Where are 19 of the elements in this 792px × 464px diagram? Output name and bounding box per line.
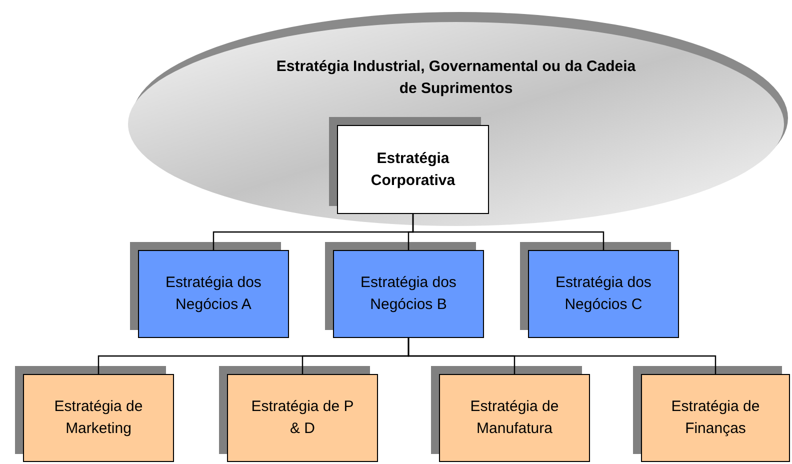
strategy-box xyxy=(337,125,489,214)
strategy-label: Estratégia dos Negócios C xyxy=(554,273,652,315)
strategy-box xyxy=(138,250,289,338)
strategy-box xyxy=(227,374,378,462)
strategy-label: Estratégia Industrial, Governamental ou da Cadeia de Suprimentos xyxy=(276,57,636,99)
strategy-label: Estratégia dos Negócios B xyxy=(360,273,458,315)
connector-line xyxy=(408,338,716,374)
strategy-label: Estratégia de Marketing xyxy=(53,397,144,439)
strategy-label: Estratégia Corporativa xyxy=(370,148,456,190)
strategy-box xyxy=(23,374,174,462)
strategy-box xyxy=(641,374,790,462)
connector-line xyxy=(412,214,604,250)
strategy-box xyxy=(333,250,484,338)
strategy-label: Estratégia de Manufatura xyxy=(469,397,560,439)
strategy-box xyxy=(439,374,590,462)
strategy-label: Estratégia de Finanças xyxy=(670,397,761,439)
strategy-label: Estratégia de P & D xyxy=(250,397,355,439)
strategy-box xyxy=(528,250,679,338)
strategy-label: Estratégia dos Negócios A xyxy=(164,273,262,315)
